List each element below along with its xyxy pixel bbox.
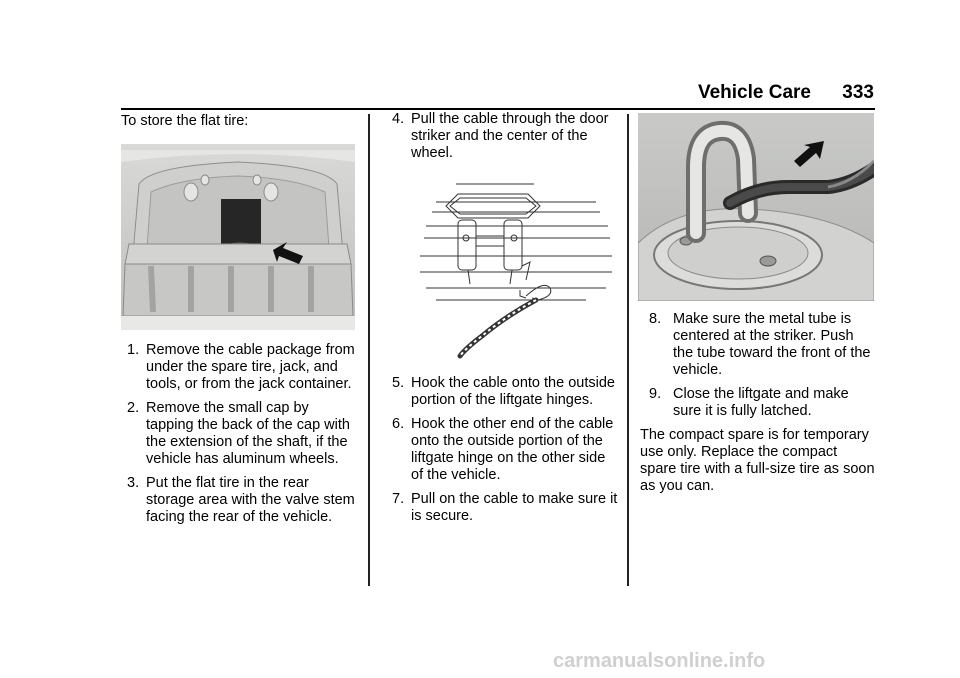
watermark: carmanualsonline.info <box>553 650 766 672</box>
page-header: Vehicle Care 333 <box>698 82 874 104</box>
column-divider-1 <box>368 114 370 586</box>
trunk-storage-figure <box>121 144 355 330</box>
page-number: 333 <box>842 82 874 103</box>
steps-list-3: 8.Make sure the metal tube is centered a… <box>640 311 876 420</box>
step-item: 3.Put the flat tire in the rear storage … <box>127 475 355 525</box>
step-item: 7.Pull on the cable to make sure it is s… <box>392 491 618 524</box>
step-item: 9.Close the liftgate and make sure it is… <box>649 386 849 419</box>
column-1: To store the flat tire: 1.Remove the cab… <box>121 111 357 533</box>
intro-text: To store the flat tire: <box>121 113 249 129</box>
step-item: 6.Hook the other end of the cable onto t… <box>392 416 614 483</box>
step-item: 4.Pull the cable through the door strike… <box>392 111 609 161</box>
step-item: 5.Hook the cable onto the outside portio… <box>392 375 615 408</box>
step-item: 8.Make sure the metal tube is centered a… <box>649 311 871 378</box>
header-rule <box>121 108 875 110</box>
step-item: 2.Remove the small cap by tapping the ba… <box>127 400 350 467</box>
section-title: Vehicle Care <box>697 82 812 103</box>
column-divider-2 <box>627 114 629 586</box>
liftgate-hinge-figure <box>420 183 612 359</box>
note-paragraph: The compact spare is for temporary use o… <box>640 427 875 494</box>
steps-list-2a: 4.Pull the cable through the door strike… <box>386 111 618 162</box>
steps-list-1: 1.Remove the cable package from under th… <box>121 342 357 526</box>
column-3: 8.Make sure the metal tube is centered a… <box>638 111 876 495</box>
step-item: 1.Remove the cable package from under th… <box>127 342 355 392</box>
column-2: 4.Pull the cable through the door strike… <box>386 111 618 532</box>
door-striker-figure <box>638 113 874 301</box>
steps-list-2b: 5.Hook the cable onto the outside portio… <box>386 375 618 525</box>
